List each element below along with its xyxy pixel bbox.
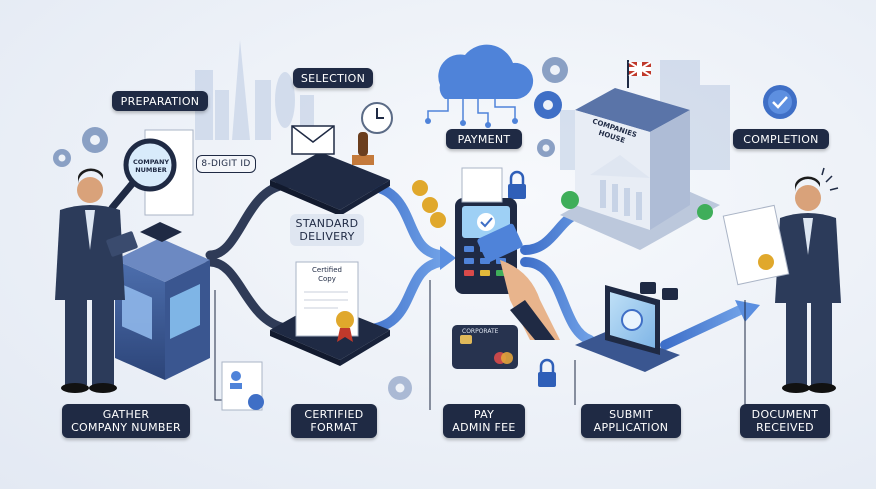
label-line-1: DOCUMENT [751,408,819,421]
card-corporate-text: CORPORATE [462,328,499,335]
companies-house-building [560,60,720,250]
stamp-icon [352,132,374,165]
cloud-icon [425,44,534,128]
label-line-1: GATHER [102,408,150,421]
label-line-2: ADMIN FEE [452,421,516,434]
padlock-icon [508,170,556,387]
magnifier-icon [108,129,194,216]
label-standard-delivery: STANDARD DELIVERY [290,214,364,246]
payment-terminal [455,167,560,340]
label-line-2: COMPANY NUMBER [71,421,181,434]
certificate-icon [295,261,359,342]
label-line-1: CERTIFIED [304,408,364,421]
label-line-1: STANDARD [295,217,359,230]
label-line-2: DELIVERY [299,230,355,243]
label-line-2: FORMAT [310,421,358,434]
label-line-1: SUBMIT [609,408,653,421]
label-text: SELECTION [300,71,366,85]
label-selection: SELECTION [293,68,373,88]
magnifier-line-2: NUMBER [135,166,167,174]
label-completion: COMPLETION [733,129,829,149]
sparkle-lines [821,167,839,191]
certified-format-platform [270,261,390,366]
label-pay-admin-fee: PAY ADMIN FEE [443,404,525,438]
standard-delivery-platform [270,125,390,216]
magnifier-text: COMPANY NUMBER [133,158,169,174]
magnifier-line-1: COMPANY [133,158,170,166]
gear-icon [53,57,568,400]
received-document-icon [722,204,790,286]
label-document-received: DOCUMENT RECEIVED [740,404,830,438]
arrow-heads [440,246,760,322]
label-text: PAYMENT [457,132,511,146]
label-line-1: PAY [473,408,495,421]
label-submit-application: SUBMIT APPLICATION [581,404,681,438]
label-text: 8-DIGIT ID [201,158,251,169]
certificate-text: Certified Copy [302,266,352,284]
tablet-device [575,285,680,372]
coins-icon [412,180,446,228]
certificate-line-2: Copy [318,275,336,283]
flow-arrows [205,180,745,350]
label-gather-company-number: GATHER COMPANY NUMBER [62,404,190,438]
id-document-icon [221,361,264,411]
label-payment: PAYMENT [446,129,522,149]
server-tower [115,222,210,380]
businessman-right [722,176,841,393]
envelope-icon [291,125,335,155]
label-text: PREPARATION [120,94,200,108]
label-line-2: APPLICATION [593,421,669,434]
verified-badge-icon [763,85,797,119]
certificate-line-1: Certified [312,266,342,274]
gear-icon-blue [534,91,562,119]
bank-card-icon [452,325,518,369]
businessman-left [55,168,138,393]
card-text: CORPORATE [462,328,498,335]
label-text: COMPLETION [743,132,819,146]
label-certified-format: CERTIFIED FORMAT [291,404,377,438]
label-8-digit-id: 8-DIGIT ID [196,155,256,173]
clock-icon [361,102,393,134]
label-preparation: PREPARATION [112,91,208,111]
label-line-2: RECEIVED [756,421,814,434]
message-bubbles-icon [640,282,678,300]
